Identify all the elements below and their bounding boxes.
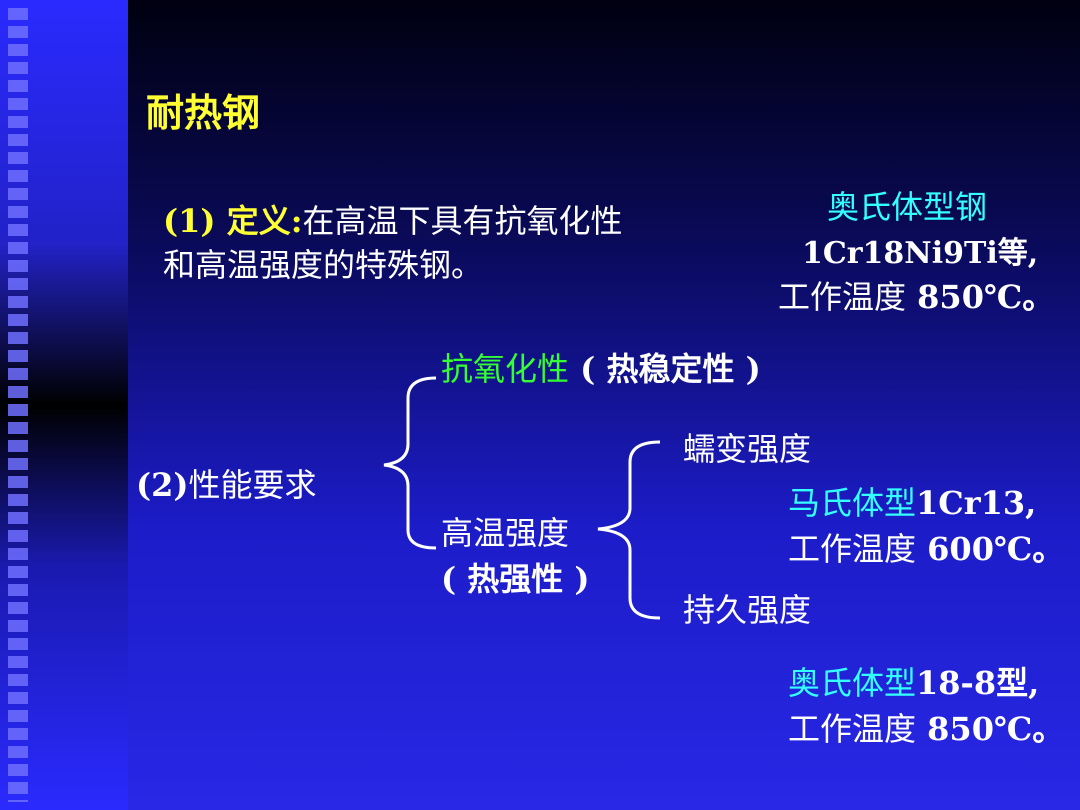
- martensitic-grade: 1Cr13,: [916, 484, 1037, 522]
- martensitic-name: 马氏体型: [788, 484, 917, 522]
- left-brace: [383, 376, 437, 550]
- definition-text: 在高温下具有抗氧化性: [302, 202, 623, 240]
- definition-line-1: (1) 定义:在高温下具有抗氧化性: [163, 196, 623, 242]
- temp-value: 850℃。: [906, 278, 1055, 316]
- austenitic-18-8-steel: 奥氏体型18-8型,: [788, 658, 1039, 704]
- creep-strength: 蠕变强度: [683, 430, 812, 468]
- rupture-strength: 持久强度: [683, 591, 812, 629]
- temp-label: 工作温度: [778, 278, 907, 316]
- oxidation-resistance-main: 抗氧化性: [441, 350, 570, 388]
- requirements-label: (2)性能要求: [136, 460, 317, 506]
- martensitic-steel: 马氏体型1Cr13,: [788, 478, 1036, 524]
- slide-title: 耐热钢: [146, 90, 261, 135]
- high-temp-strength: 高温强度: [441, 514, 570, 552]
- decorative-sidebar: [0, 0, 128, 810]
- austenitic-18-8-name: 奥氏体型: [788, 664, 917, 702]
- oxidation-resistance: 抗氧化性 ( 热稳定性 ): [441, 344, 761, 390]
- temp-label: 工作温度: [788, 530, 917, 568]
- sidebar-square-pattern: [8, 8, 28, 802]
- requirements-text: 性能要求: [188, 466, 317, 504]
- temp-value: 600℃。: [916, 530, 1065, 568]
- definition-number: (1): [163, 202, 227, 240]
- requirements-number: (2): [136, 466, 189, 504]
- austenitic-18-8-temp: 工作温度 850℃。: [788, 704, 1064, 750]
- temp-value: 850℃。: [916, 710, 1065, 748]
- definition-label: 定义:: [226, 202, 303, 240]
- austenitic-18-8-grade: 18-8型,: [916, 664, 1040, 702]
- high-temp-strength-paren: ( 热强性 ): [441, 560, 590, 598]
- right-brace: [597, 440, 661, 620]
- austenitic-steel-name: 奥氏体型钢: [827, 188, 988, 226]
- austenitic-steel-temp: 工作温度 850℃。: [778, 272, 1054, 318]
- oxidation-resistance-paren: ( 热稳定性 ): [569, 350, 761, 388]
- martensitic-temp: 工作温度 600℃。: [788, 524, 1064, 570]
- temp-label: 工作温度: [788, 710, 917, 748]
- definition-line-2: 和高温强度的特殊钢。: [163, 246, 484, 284]
- austenitic-steel-grade: 1Cr18Ni9Ti等,: [802, 236, 1039, 271]
